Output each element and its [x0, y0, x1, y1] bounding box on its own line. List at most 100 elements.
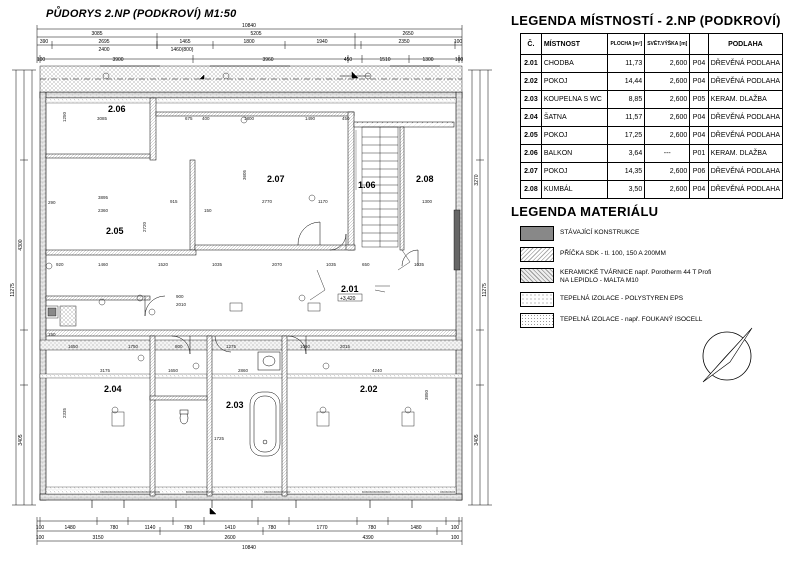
room-height: 2,600: [644, 126, 691, 145]
interior-dimension-texts: 3085 675 400 1800 1490 450 3895 2360 915…: [48, 111, 433, 441]
dim-int-29: 3175: [100, 368, 111, 373]
dim-int-34: 2335: [62, 407, 67, 418]
level-mark: +3,420: [337, 293, 363, 302]
room-no: 2.06: [520, 144, 542, 163]
dim-int-38: 290: [48, 200, 56, 205]
dim-bot-1-h: 1770: [316, 525, 327, 531]
dim-int-36: 2720: [142, 221, 147, 232]
dim-bot-2-e: 100: [451, 535, 460, 541]
room-height: 2,600: [644, 72, 691, 91]
room-height: 2,600: [644, 54, 691, 73]
dim-int-11: 1300: [422, 199, 433, 204]
room-name: CHODBA: [540, 54, 609, 73]
structural-columns: [45, 209, 461, 327]
staircase: [355, 126, 399, 248]
dim-int-32: 1725: [214, 436, 225, 441]
room-area: 11,73: [607, 54, 646, 73]
dim-top-5-f: 1300: [422, 57, 433, 63]
floor-code: P04: [689, 54, 709, 73]
room-label-202: 2.02: [360, 384, 378, 394]
room-no: 2.02: [520, 72, 542, 91]
dim-bot-1-g: 780: [268, 525, 277, 531]
room-height: 2,600: [644, 162, 691, 181]
dim-top-5-g: 100: [455, 57, 464, 63]
dim-top-2-a: 3085: [91, 31, 102, 37]
dim-bot-total: 10840: [242, 545, 256, 551]
dim-bot-2-c: 2600: [224, 535, 235, 541]
dim-int-33: 3605: [242, 169, 247, 180]
dim-top-3-g: 100: [454, 39, 463, 45]
material-swatch-eps: [520, 292, 554, 307]
dim-bot-1-i: 780: [368, 525, 377, 531]
room-area: 3,64: [607, 144, 646, 163]
dim-int-22: 1650: [68, 344, 79, 349]
room-label-207: 2.07: [267, 174, 285, 184]
dim-left-b: 3405: [18, 434, 24, 445]
dim-int-19: 1035: [414, 262, 425, 267]
dim-right-total: 11275: [482, 283, 488, 297]
room-no: 2.05: [520, 126, 542, 145]
dim-bot-1-c: 780: [110, 525, 119, 531]
dim-top-4-a: 2400: [98, 47, 109, 53]
material-label: PŘÍČKA SDK - tl. 100, 150 A 200MM: [560, 250, 666, 257]
dim-int-5: 450: [342, 116, 350, 121]
floor-code: P01: [689, 144, 709, 163]
room-label-106: 1.06: [358, 180, 376, 190]
dim-bot-1-j: 1480: [410, 525, 421, 531]
dim-int-2: 400: [202, 116, 210, 121]
room-name: KUMBÁL: [540, 180, 609, 199]
dim-int-7: 2360: [98, 208, 109, 213]
plan-title: PŮDORYS 2.NP (PODKROVÍ) M1:50: [46, 8, 237, 20]
floor-type: KERAM. DLAŽBA: [707, 90, 784, 109]
dim-int-13: 1460: [98, 262, 109, 267]
material-label: KERAMICKÉ TVÁRNICE např. Porotherm 44 T …: [560, 269, 712, 276]
side-dimension-lines: [12, 69, 492, 506]
floor-type: DŘEVĚNÁ PODLAHA: [707, 108, 784, 127]
room-label-201: 2.01: [341, 284, 359, 294]
top-dimension-texts: 10840 3085 5205 2650 390 2695 1465 1800 …: [37, 23, 464, 63]
floor-type: DŘEVĚNÁ PODLAHA: [707, 126, 784, 145]
dim-bot-1-k: 100: [451, 525, 460, 531]
dim-top-3-f: 2350: [398, 39, 409, 45]
dim-int-3: 1800: [244, 116, 255, 121]
room-no: 2.04: [520, 108, 542, 127]
material-swatch-sdk: [520, 247, 554, 262]
floor-type: DŘEVĚNÁ PODLAHA: [707, 72, 784, 91]
floor-type: DŘEVĚNÁ PODLAHA: [707, 180, 784, 199]
material-swatch-existing: [520, 226, 554, 241]
dim-top-5-d: 450: [344, 57, 353, 63]
dim-bot-2-b: 3150: [92, 535, 103, 541]
room-area: 11,57: [607, 108, 646, 127]
dim-right-b: 3405: [474, 434, 480, 445]
bathroom-fixtures: [179, 351, 281, 457]
floor-type: DŘEVĚNÁ PODLAHA: [707, 54, 784, 73]
floor-code: P04: [689, 180, 709, 199]
room-area: 17,25: [607, 126, 646, 145]
doors: [144, 221, 419, 355]
dim-int-1: 675: [185, 116, 193, 121]
dim-top-5-c: 3960: [262, 57, 273, 63]
dim-int-35: 3850: [424, 389, 429, 400]
material-swatch-ceramic: [520, 268, 554, 283]
dim-bot-1-d: 1140: [145, 525, 156, 531]
room-height: ---: [644, 144, 691, 163]
floor-code: P04: [689, 72, 709, 91]
materials-legend-title: LEGENDA MATERIÁLU: [511, 204, 659, 219]
dim-int-30: 1650: [168, 368, 179, 373]
dim-bot-1-f: 1410: [224, 525, 235, 531]
dim-left-a: 4300: [18, 239, 24, 250]
dim-int-26: 1060: [300, 344, 311, 349]
floor-code: P04: [689, 108, 709, 127]
dim-int-10: 1170: [318, 199, 328, 204]
dim-top-5-e: 1510: [379, 57, 390, 63]
dim-top-3-e: 1940: [316, 39, 327, 45]
dim-int-4: 1490: [305, 116, 316, 121]
room-name: ŠATNA: [540, 108, 609, 127]
dim-top-2-c: 2650: [402, 31, 413, 37]
interior-walls: [45, 97, 457, 497]
dim-left-total: 11275: [10, 283, 16, 297]
